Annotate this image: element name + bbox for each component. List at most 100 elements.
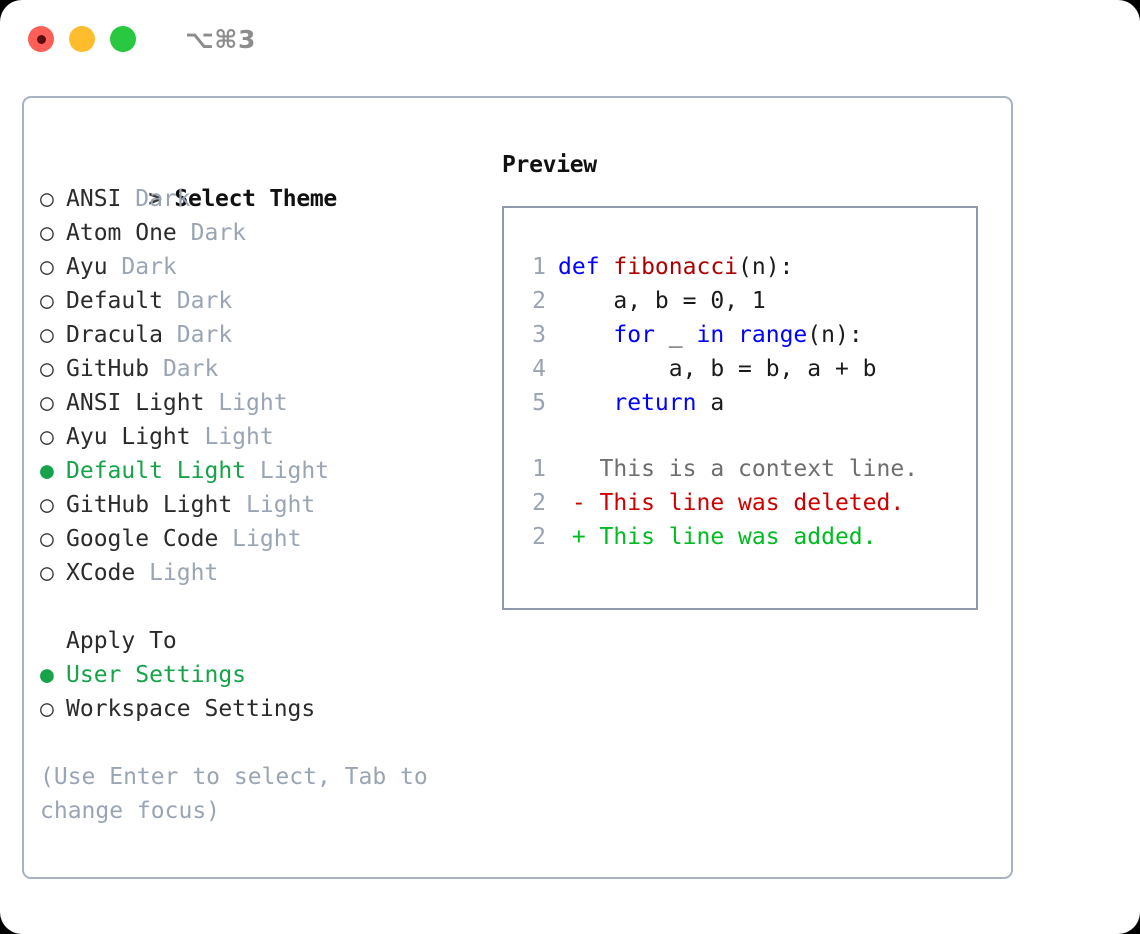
radio-unselected-icon: ○ [40,526,54,552]
line-number: 2 [532,524,546,550]
radio-unselected-icon: ○ [40,186,54,212]
code-token: fibonacci [613,254,739,280]
apply-to-list[interactable]: ● User Settings ○ Workspace Settings [40,658,470,726]
theme-name-label: ANSI [66,186,122,212]
theme-variant-tag: Light [232,492,316,518]
theme-name-label: Ayu [66,254,108,280]
theme-name-label: Dracula [66,322,163,348]
code-token [558,322,613,348]
theme-variant-tag: Dark [149,356,219,382]
theme-variant-tag: Dark [121,186,191,212]
theme-list-item[interactable]: ○ GitHub Dark [40,352,470,386]
code-token [558,390,613,416]
apply-to-item[interactable]: ● User Settings [40,658,470,692]
theme-list-item[interactable]: ●Default Light Light [40,454,470,488]
theme-list-header: >Select Theme [40,148,470,212]
apply-to-label: Workspace Settings [66,696,316,722]
theme-variant-tag: Dark [162,288,233,314]
record-dot-icon [36,34,46,44]
line-number: 1 [532,456,546,482]
minimize-button[interactable] [69,26,95,52]
code-line: 3 for _ in range(n): [518,318,976,352]
radio-unselected-icon: ○ [40,356,54,382]
window-titlebar: ⌥⌘3 [0,0,1140,78]
diff-line: 1 This is a context line. [518,452,976,486]
radio-unselected-icon: ○ [40,322,54,348]
theme-variant-tag: Dark [162,322,233,348]
code-line: 4 a, b = b, a + b [518,352,976,386]
line-number: 1 [532,254,546,280]
line-number: 3 [532,322,546,348]
radio-unselected-icon: ○ [40,390,54,416]
code-token: a, b = b, a + b [558,356,877,382]
theme-variant-tag: Light [135,560,219,586]
theme-name-label: Default [66,288,163,314]
line-number: 2 [532,490,546,516]
code-token: range [738,322,808,348]
keyboard-hint-text: (Use Enter to select, Tab to change focu… [40,764,428,824]
theme-name-label: Atom One [66,220,177,246]
theme-name-label: GitHub [66,356,150,382]
preview-title: Preview [502,152,597,178]
diff-text: This is a context line. [558,456,919,482]
diff-line: 2 - This line was deleted. [518,486,976,520]
close-button[interactable] [28,26,54,52]
theme-list-item[interactable]: ○ XCode Light [40,556,470,590]
code-line: 5 return a [518,386,976,420]
apply-to-item[interactable]: ○ Workspace Settings [40,692,470,726]
line-number: 4 [532,356,546,382]
line-number: 2 [532,288,546,314]
code-token: def [558,254,614,280]
theme-name-label: ANSI Light [66,390,205,416]
code-token: a [696,390,725,416]
radio-unselected-icon: ○ [40,288,54,314]
theme-list-item[interactable]: ○ Google Code Light [40,522,470,556]
code-token: for [613,322,655,348]
code-token: return [613,390,697,416]
preview-gap [518,420,976,452]
theme-list-item[interactable]: ○ GitHub Light Light [40,488,470,522]
theme-variant-tag: Dark [107,254,177,280]
radio-selected-icon: ● [40,458,54,484]
code-line: 2 a, b = 0, 1 [518,284,976,318]
theme-name-label: GitHub Light [66,492,233,518]
theme-variant-tag: Light [218,526,302,552]
keyboard-shortcut-label: ⌥⌘3 [185,24,256,54]
theme-list-item[interactable]: ○ Ayu Dark [40,250,470,284]
theme-selector-column: >Select Theme ○ANSI Dark○Atom One Dark○A… [40,148,470,828]
theme-list-item[interactable]: ○ ANSI Dark [40,182,470,216]
theme-name-label: XCode [66,560,136,586]
code-token: _ [654,322,697,348]
theme-list-item[interactable]: ○ Default Dark [40,284,470,318]
diff-sample: 1 This is a context line.2 - This line w… [518,452,976,554]
theme-name-label: Google Code [66,526,219,552]
theme-list-item[interactable]: ○Atom One Dark [40,216,470,250]
code-token: a, b = 0, 1 [558,288,766,314]
prompt-caret-icon: > [148,186,162,212]
radio-selected-icon: ● [40,662,54,688]
theme-list-item[interactable]: ○Ayu Light Light [40,420,470,454]
radio-unselected-icon: ○ [40,220,54,246]
theme-list[interactable]: ○ ANSI Dark ○ Atom One Dark ○ Ayu Dark ○ Defaul… [40,182,470,590]
radio-unselected-icon: ○ [40,560,54,586]
theme-variant-tag: Light [190,424,274,450]
apply-to-title: Apply To [66,628,177,654]
theme-list-item[interactable]: ○ Dracula Dark [40,318,470,352]
radio-unselected-icon: ○ [40,254,54,280]
radio-unselected-icon: ○ [40,492,54,518]
theme-list-item[interactable]: ○ANSI Light Light [40,386,470,420]
content-panel: >Select Theme ○ANSI Dark○Atom One Dark○A… [22,96,1013,879]
list-spacer [40,590,470,624]
diff-text: - This line was deleted. [558,490,905,516]
radio-unselected-icon: ○ [40,696,54,722]
diff-line: 2 + This line was added. [518,520,976,554]
zoom-button[interactable] [110,26,136,52]
theme-name-label: Default Light [66,458,247,484]
radio-unselected-icon: ○ [40,424,54,450]
apply-to-label: User Settings [66,662,247,688]
